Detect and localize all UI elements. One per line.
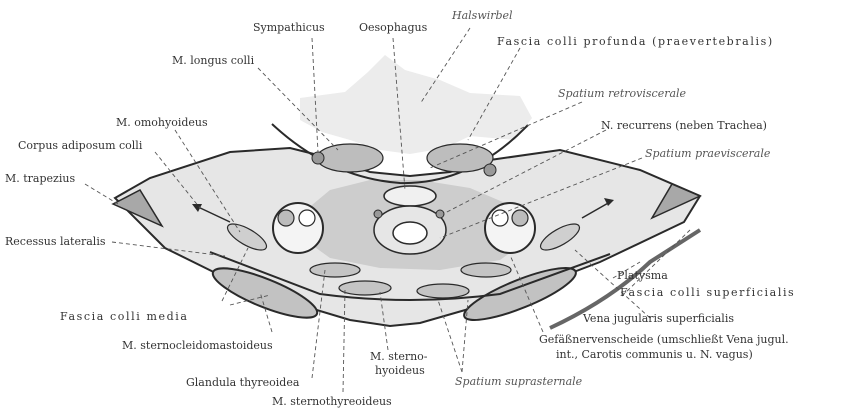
- m-sternothyreoideus-left: [310, 263, 360, 277]
- n-recurrens-right: [436, 210, 444, 218]
- label-gefaessnervenscheide-line1: Gefäßnervenscheide (umschließt Vena jugu…: [539, 334, 789, 345]
- label-m-longus-colli: M. longus colli: [172, 55, 254, 66]
- m-longus-colli-right: [427, 144, 493, 172]
- oesophagus: [384, 186, 436, 206]
- m-sternothyreoideus-right: [461, 263, 511, 277]
- carotis-left: [299, 210, 315, 226]
- label-m-sternohyoideus-line2: hyoideus: [375, 365, 425, 376]
- label-n-recurrens: N. recurrens (neben Trachea): [601, 120, 767, 131]
- label-sympathicus: Sympathicus: [253, 22, 325, 33]
- label-glandula-thyreoidea: Glandula thyreoidea: [186, 377, 299, 388]
- label-m-sternothyreoideus: M. sternothyreoideus: [272, 396, 392, 407]
- label-gefaessnervenscheide-line2: int., Carotis communis u. N. vagus): [556, 349, 753, 360]
- label-spatium-praeviscerale: Spatium praeviscerale: [645, 148, 770, 159]
- label-recessus-lateralis: Recessus lateralis: [5, 236, 105, 247]
- vena-jugularis-interna-left: [278, 210, 294, 226]
- gefaessnervenscheide-left: [273, 203, 323, 253]
- m-sternohyoideus-right: [417, 284, 469, 298]
- label-spatium-retroviscerale: Spatium retroviscerale: [558, 88, 686, 99]
- m-sternohyoideus-left: [339, 281, 391, 295]
- sympathicus-right: [484, 164, 496, 176]
- n-recurrens-left: [374, 210, 382, 218]
- label-corpus-adiposum-colli: Corpus adiposum colli: [18, 140, 142, 151]
- label-spatium-suprasternale: Spatium suprasternale: [455, 376, 582, 387]
- label-halswirbel: Halswirbel: [452, 10, 513, 21]
- trachea-inner: [393, 222, 427, 244]
- label-fascia-colli-profunda: Fascia colli profunda (praevertebralis): [497, 36, 774, 47]
- m-longus-colli-left: [317, 144, 383, 172]
- label-platysma: Platysma: [617, 270, 668, 281]
- label-vena-jugularis-superficialis: Vena jugularis superficialis: [583, 313, 734, 324]
- sympathicus-left: [312, 152, 324, 164]
- label-fascia-colli-media: Fascia colli media: [60, 311, 189, 322]
- label-m-trapezius: M. trapezius: [5, 173, 75, 184]
- label-m-sternohyoideus-line1: M. sterno-: [370, 351, 428, 362]
- carotis-right: [492, 210, 508, 226]
- label-m-omohyoideus: M. omohyoideus: [116, 117, 208, 128]
- label-fascia-colli-superficialis: Fascia colli superficialis: [620, 287, 795, 298]
- label-oesophagus: Oesophagus: [359, 22, 427, 33]
- vena-jugularis-interna-right: [512, 210, 528, 226]
- label-m-sternocleidomastoideus: M. sternocleidomastoideus: [122, 340, 273, 351]
